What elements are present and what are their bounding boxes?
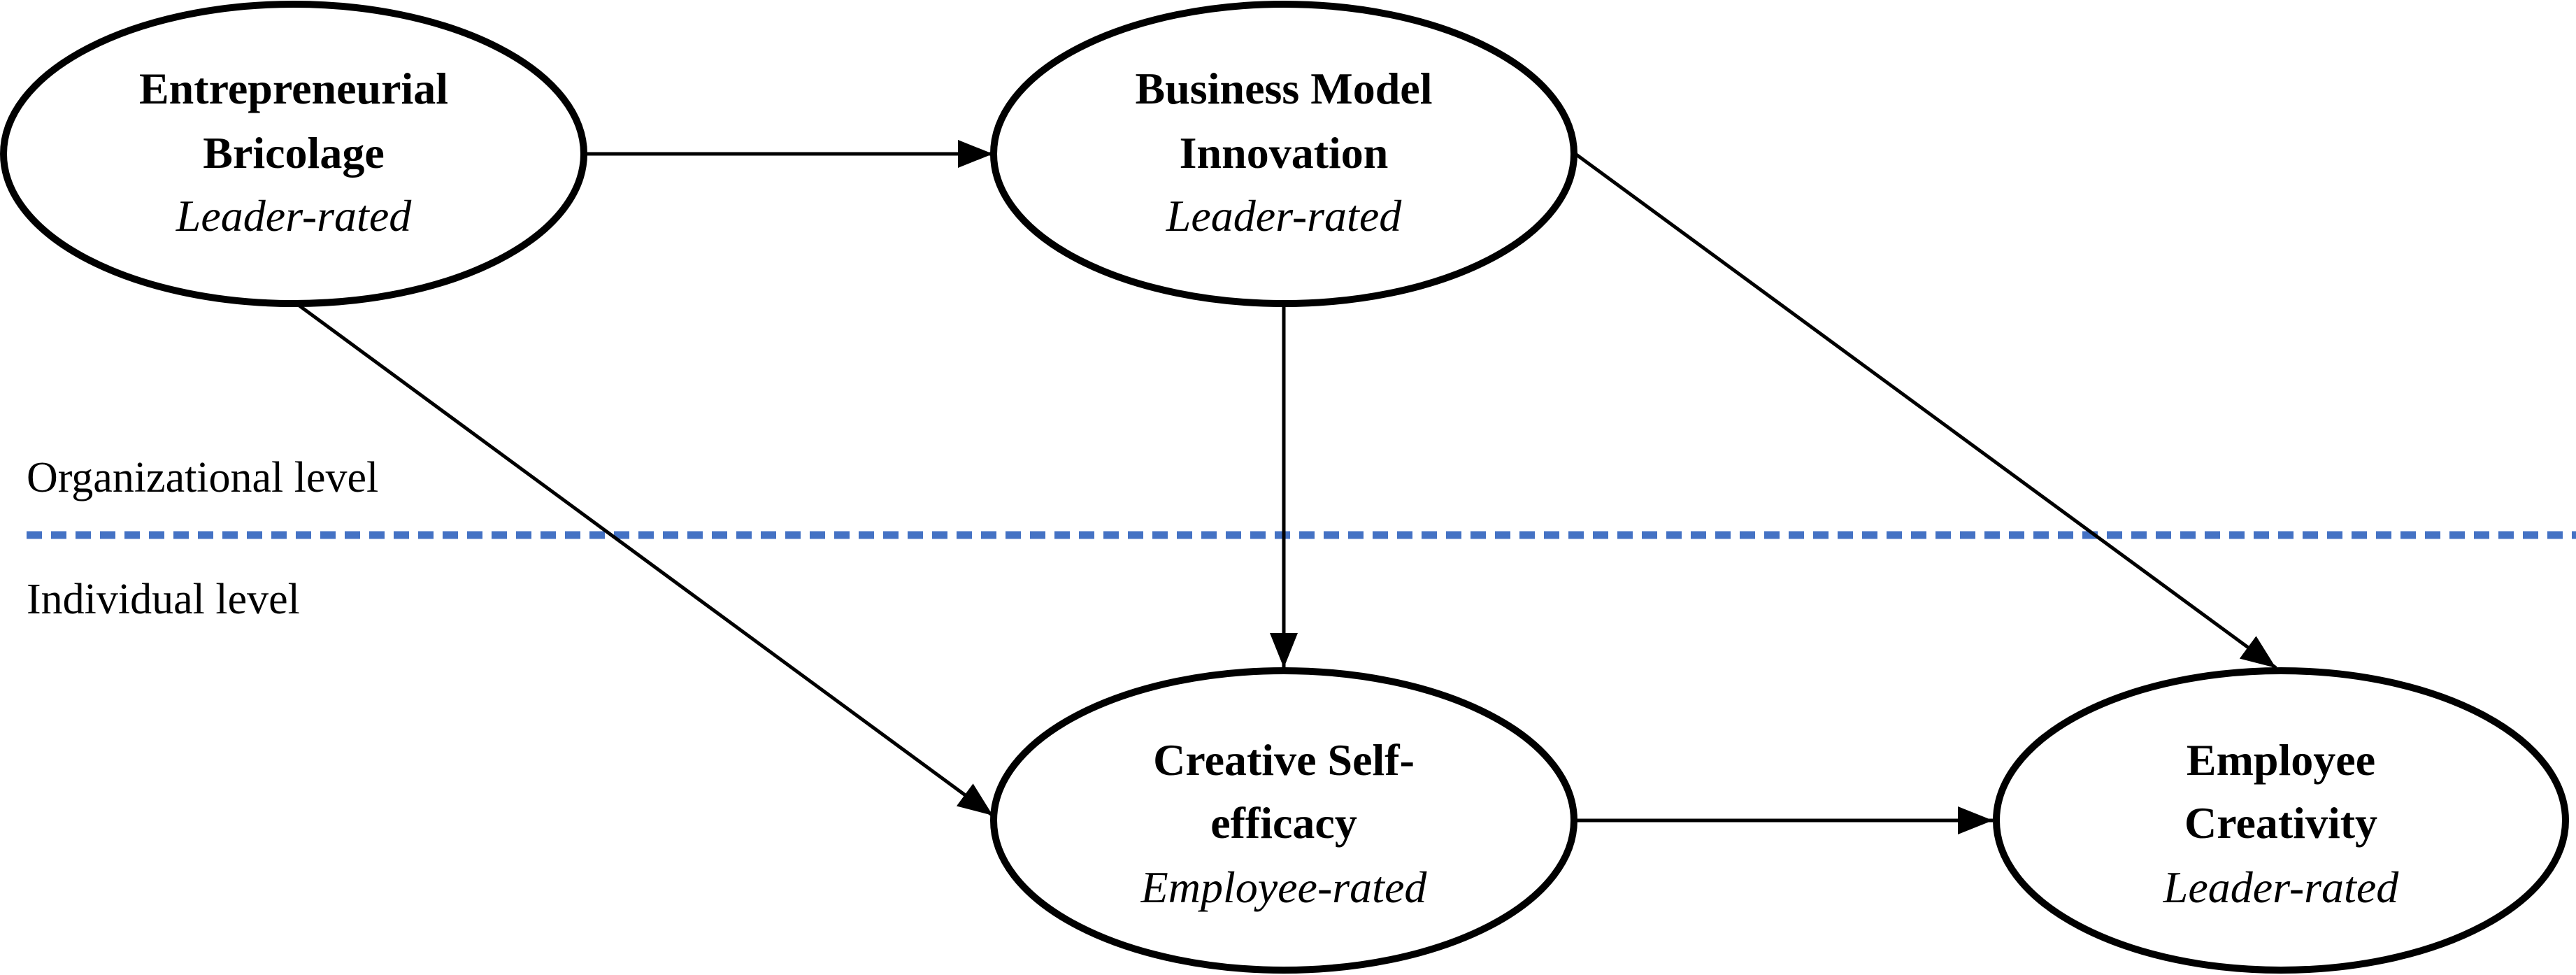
node-creativity-title-line2: Creativity xyxy=(2184,798,2377,848)
node-bmi-title-line2: Innovation xyxy=(1180,128,1389,178)
node-cse-title-line2: efficacy xyxy=(1210,798,1357,848)
node-business-model-innovation: Business Model Innovation Leader-rated xyxy=(990,1,1577,307)
node-entrepreneurial-bricolage: Entrepreneurial Bricolage Leader-rated xyxy=(0,1,587,307)
node-cse-ellipse xyxy=(990,667,1577,974)
node-employee-creativity: Employee Creativity Leader-rated xyxy=(1993,667,2569,974)
node-bricolage-ellipse xyxy=(0,1,587,307)
node-creativity-title-line1: Employee xyxy=(2187,735,2375,785)
node-bricolage-title-line2: Bricolage xyxy=(203,128,384,178)
organizational-level-label: Organizational level xyxy=(27,454,378,501)
edge-layer xyxy=(298,140,2277,834)
node-bmi-rater: Leader-rated xyxy=(1166,191,1402,241)
node-creativity-rater: Leader-rated xyxy=(2163,862,2399,912)
node-bricolage-rater: Leader-rated xyxy=(176,191,412,241)
node-bricolage-title-line1: Entrepreneurial xyxy=(139,64,448,113)
node-cse-rater: Employee-rated xyxy=(1140,862,1428,912)
node-creativity-ellipse xyxy=(1993,667,2569,974)
node-cse-title-line1: Creative Self- xyxy=(1153,735,1415,785)
edge-bricolage-to-cse xyxy=(298,304,994,818)
individual-level-label: Individual level xyxy=(27,576,300,623)
node-bmi-title-line1: Business Model xyxy=(1136,64,1433,113)
edge-bmi-to-creativity xyxy=(1574,152,2277,670)
node-creative-self-efficacy: Creative Self- efficacy Employee-rated xyxy=(990,667,1577,974)
node-bmi-ellipse xyxy=(990,1,1577,307)
